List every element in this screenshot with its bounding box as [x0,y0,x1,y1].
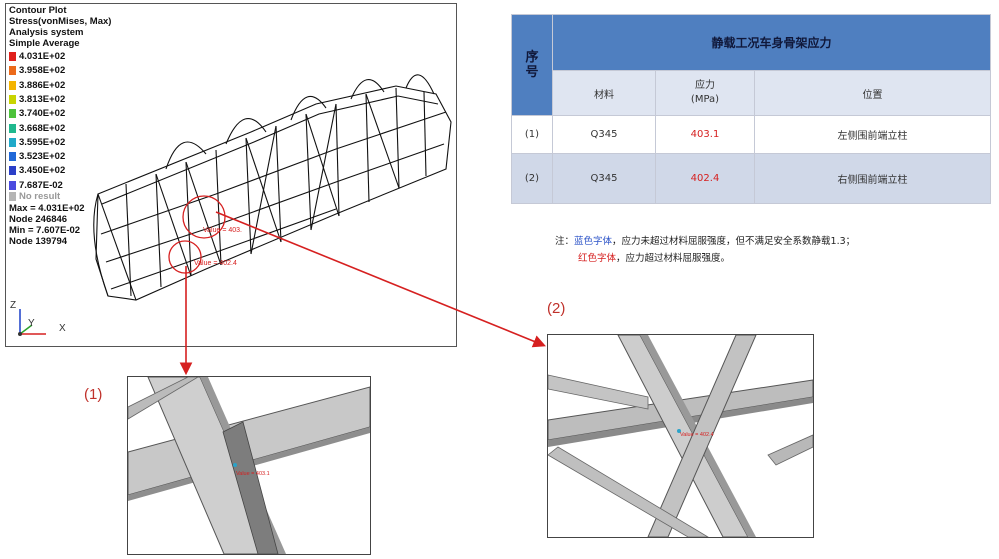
detail-1-value: Value = 403.1 [236,471,270,477]
note-prefix: 注： [555,236,575,247]
note-blue-text: ，应力未超过材料屈服强度，但不满足安全系数静载1.3； [612,236,856,247]
contour-title-line: Stress(vonMises, Max) [9,16,112,27]
legend-entry: 3.523E+02 [9,151,65,162]
detail-1-beams: Value = 403.1 [128,377,370,554]
legend-value: 3.958E+02 [19,65,66,77]
axis-z-label: Z [10,300,16,311]
legend-value: 3.450E+02 [19,165,66,177]
legend-value: 3.813E+02 [19,93,66,105]
legend-value: 7.687E-02 [19,179,63,191]
axis-y-label: Y [28,318,35,329]
stress-header-text: 应力 [695,80,715,91]
detail-2-value: Value = 402.4 [680,432,714,438]
legend-entry: 3.668E+02 [9,123,65,134]
detail-view-1: Value = 403.1 [127,376,371,555]
contour-viewport: Contour Plot Stress(vonMises, Max) Analy… [5,3,457,347]
contour-stats: Max = 4.031E+02 Node 246846 Min = 7.607E… [9,203,85,247]
legend-value: 3.740E+02 [19,108,66,120]
position-header: 位置 [754,70,991,116]
frame-roof-rail [101,95,439,205]
legend-swatch [9,192,16,201]
detail-caption-1: (1) [84,386,103,403]
legend-swatch [9,123,16,133]
min-node: Node 139794 [9,236,68,247]
row-position: 右侧围前端立柱 [754,153,991,204]
legend-entry: 4.031E+02 [9,51,65,62]
legend-swatch [9,166,16,176]
legend-no-result-label: No result [19,191,61,202]
row-material: Q345 [552,153,656,204]
index-header-text: 序号 [525,50,539,80]
legend-entry: 3.886E+02 [9,80,65,91]
legend-value: 3.523E+02 [19,151,66,163]
legend-value: 3.668E+02 [19,122,66,134]
legend-value: 3.595E+02 [19,136,66,148]
index-header: 序号 [511,14,553,116]
frame-outline [95,85,452,301]
stress-table: 序号 静载工况车身骨架应力 材料 应力 (MPa) 位置 (1) Q345 40… [511,14,991,204]
stress-unit: (MPa) [690,94,720,105]
legend-swatch [9,66,16,76]
table-row: (2) Q345 402.4 右侧围前端立柱 [511,153,991,204]
max-node: Node 246846 [9,214,68,225]
legend-entry: 3.813E+02 [9,94,65,105]
note-blue-label: 蓝色字体 [574,236,613,247]
frame-floor-rail [105,143,445,263]
legend-value: 4.031E+02 [19,51,66,62]
row-position: 左侧围前端立柱 [754,115,991,154]
contour-title-line: Contour Plot [9,5,67,16]
marker-circle-2 [168,240,202,274]
legend-entry: 3.595E+02 [9,137,65,148]
contour-title-line: Simple Average [9,38,80,49]
legend-entry: 3.740E+02 [9,108,65,119]
legend-note: 注：蓝色字体，应力未超过材料屈服强度，但不满足安全系数静载1.3； 红色字体，应… [555,233,855,264]
min-value: Min = 7.607E-02 [9,225,81,236]
legend-no-result: No result [9,191,60,202]
legend-swatch [9,94,16,104]
legend-swatch [9,109,16,119]
row-stress: 403.1 [655,115,755,154]
detail-2-beams: Value = 402.4 [548,335,813,537]
table-title: 静载工况车身骨架应力 [552,14,991,71]
legend-swatch [9,80,16,90]
note-line-red: 红色字体，应力超过材料屈服强度。 [555,250,855,264]
row-material: Q345 [552,115,656,154]
legend-entry: 3.450E+02 [9,165,65,176]
marker-label-1: Value = 403. [203,227,242,234]
frame-mid-rail [100,111,447,235]
note-red-label: 红色字体 [578,253,617,264]
note-line-blue: 注：蓝色字体，应力未超过材料屈服强度，但不满足安全系数静载1.3； [555,233,855,247]
legend-entry: 3.958E+02 [9,65,65,76]
legend-value: 3.886E+02 [19,79,66,91]
row-index: (1) [511,115,553,154]
table-row: (1) Q345 403.1 左侧围前端立柱 [511,115,991,154]
legend-swatch [9,152,16,162]
stress-header: 应力 (MPa) [655,70,755,116]
legend-entry: 7.687E-02 [9,180,63,191]
marker-label-2: Value = 402.4 [194,260,237,267]
legend-swatch [9,52,16,61]
axis-x-label: X [59,323,66,334]
max-value: Max = 4.031E+02 [9,203,85,214]
detail-view-2: Value = 402.4 [547,334,814,538]
row-index: (2) [511,153,553,204]
axis-triad-icon [18,309,46,336]
contour-title: Contour Plot Stress(vonMises, Max) Analy… [9,5,111,49]
note-red-text: ，应力超过材料屈服强度。 [616,253,731,264]
material-header: 材料 [552,70,656,116]
bus-frame-wireframe: Value = 403. Value = 402.4 Z Y X [10,74,452,336]
row-stress: 402.4 [655,153,755,204]
legend-swatch [9,137,16,147]
contour-title-line: Analysis system [9,27,84,38]
legend-swatch [9,180,16,190]
detail-caption-2: (2) [547,300,566,317]
